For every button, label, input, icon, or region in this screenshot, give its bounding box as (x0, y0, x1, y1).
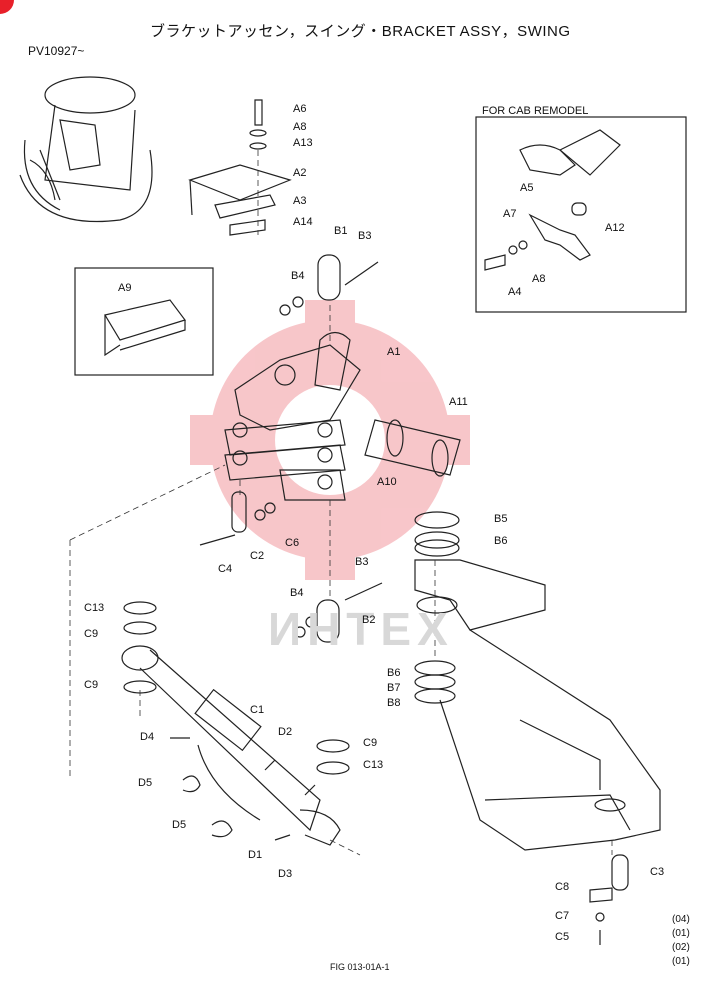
revision-code: (04) (672, 914, 690, 925)
callout-d5-bottom: D5 (172, 819, 187, 831)
callout-a5: A5 (520, 182, 534, 194)
callout-a1: A1 (387, 346, 401, 358)
callout-b1: B1 (334, 225, 348, 237)
swing-frame (414, 559, 661, 851)
callout-c7: C7 (555, 910, 570, 922)
watermark-text: ИНТЕХ (268, 603, 454, 655)
callout-a14: A14 (293, 216, 313, 228)
swing-cylinder-c1 (121, 645, 341, 846)
callout-b4-top: B4 (291, 270, 305, 282)
callout-a8: A8 (293, 121, 307, 133)
callout-a6: A6 (293, 103, 307, 115)
pin-b1 (279, 254, 379, 316)
callout-a10: A10 (377, 476, 397, 488)
a9-plate (104, 299, 186, 357)
pin-c2 (199, 491, 276, 546)
callout-b4-mid: B4 (290, 587, 304, 599)
callout-c2: C2 (250, 550, 265, 562)
callout-a9: A9 (118, 282, 132, 294)
callout-c8: C8 (555, 881, 570, 893)
swing-bracket-a1 (224, 331, 361, 501)
callout-d4: D4 (140, 731, 155, 743)
callout-c4: C4 (218, 563, 233, 575)
callout-b3-top: B3 (358, 230, 372, 242)
revision-code: (02) (672, 942, 690, 953)
page-title: ブラケットアッセン，スイング・BRACKET ASSY，SWING (150, 23, 571, 40)
corner-badge (0, 0, 14, 14)
revision-code: (01) (672, 956, 690, 967)
callout-b6-bottom: B6 (387, 667, 401, 679)
callout-a7: A7 (503, 208, 517, 220)
callout-c6: C6 (285, 537, 300, 549)
callout-c9-right: C9 (363, 737, 378, 749)
callout-d5-top: D5 (138, 777, 153, 789)
callout-b8: B8 (387, 697, 401, 709)
gear-watermark (190, 300, 470, 580)
callout-c5: C5 (555, 931, 570, 943)
pin-b2 (294, 582, 383, 643)
callout-b5: B5 (494, 513, 508, 525)
cab-remodel-title: FOR CAB REMODEL (482, 105, 589, 117)
callout-c1: C1 (250, 704, 265, 716)
callout-b6-top: B6 (494, 535, 508, 547)
serial-range: PV10927~ (28, 44, 85, 58)
callout-d2: D2 (278, 726, 293, 738)
cab-remodel-inset-box (475, 116, 687, 313)
callout-a12: A12 (605, 222, 625, 234)
callout-c13-right: C13 (363, 759, 384, 771)
top-bracket (188, 99, 292, 236)
callout-a4: A4 (508, 286, 522, 298)
hydraulic-fittings (170, 737, 316, 841)
callout-c9-left-top: C9 (84, 628, 99, 640)
a9-inset-box (74, 267, 214, 376)
revision-code: (01) (672, 928, 690, 939)
callout-c3: C3 (650, 866, 665, 878)
callout-a3: A3 (293, 195, 307, 207)
callout-a2: A2 (293, 167, 307, 179)
washer-stack-b5-b6 (414, 511, 460, 557)
callout-d1: D1 (248, 849, 263, 861)
washer-stack-b6-b8 (414, 660, 456, 704)
callout-b3-mid: B3 (355, 556, 369, 568)
callout-a13: A13 (293, 137, 313, 149)
pin-c3 (589, 854, 629, 945)
callout-d3: D3 (278, 868, 293, 880)
callout-b7: B7 (387, 682, 401, 694)
hose-a10 (364, 419, 461, 477)
figure-id: FIG 013-01A-1 (330, 962, 390, 972)
callout-c13-left: C13 (84, 602, 105, 614)
washers-c9-c13-right (316, 739, 350, 775)
callout-a11: A11 (449, 396, 468, 408)
cab-overview-sketch (19, 76, 153, 223)
cab-remodel-parts (484, 129, 621, 271)
callout-c9-left-bottom: C9 (84, 679, 99, 691)
callout-b2: B2 (362, 614, 376, 626)
callout-a8-inset: A8 (532, 273, 546, 285)
